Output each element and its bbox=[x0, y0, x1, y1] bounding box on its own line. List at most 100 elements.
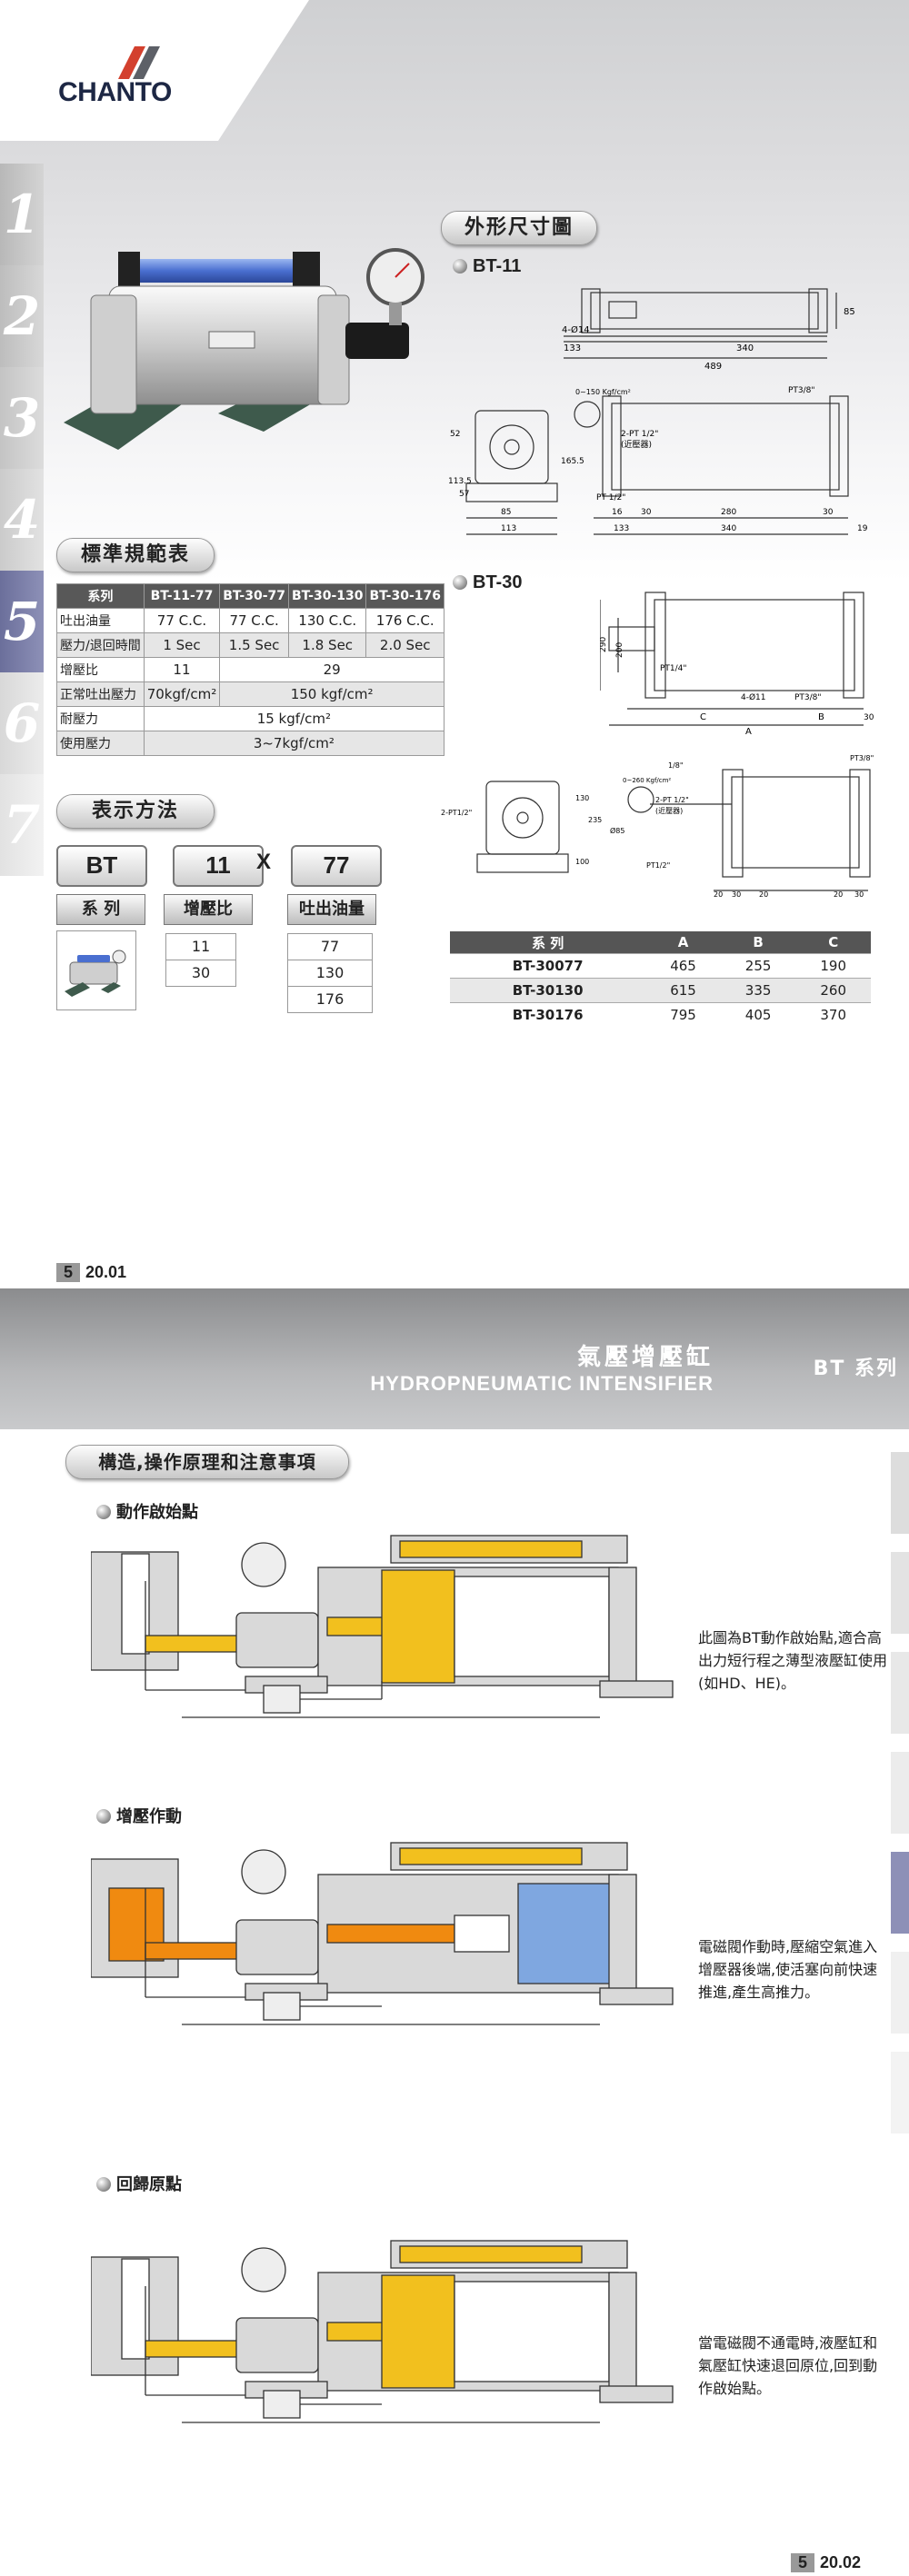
side-tab-number: 5 bbox=[3, 591, 41, 652]
table-cell: 3~7kgf/cm² bbox=[143, 731, 445, 756]
table-cell: 465 bbox=[645, 953, 721, 979]
spec-header-cell: BT-30-130 bbox=[287, 583, 367, 609]
side-tab-2[interactable]: 2 bbox=[0, 265, 44, 367]
bullet-icon bbox=[453, 259, 467, 274]
bt30-top-view-drawing: 290 200 PT1/4" 4-Ø11 PT3/8" C B A 30 bbox=[600, 592, 874, 736]
table-cell: 370 bbox=[795, 1002, 871, 1027]
dim-bt30-d12: 0~260 Kgf/cm² bbox=[623, 777, 671, 784]
dim-bt30-d7: B bbox=[818, 712, 824, 722]
dim-bt30-d21: 20 bbox=[714, 890, 723, 899]
diagram-pressurizing bbox=[91, 1842, 674, 2025]
dim-bt30-d13: 2-PT 1/2" bbox=[655, 796, 689, 804]
code-part-ratio: 11 bbox=[173, 845, 264, 887]
dim-bt30-d1: 290 bbox=[600, 637, 608, 652]
side-tab-1[interactable]: 1 bbox=[0, 164, 44, 265]
dim-bt11-d13: 165.5 bbox=[561, 457, 584, 466]
code-label-oil: 吐出油量 bbox=[287, 894, 376, 925]
code-separator: X bbox=[255, 850, 271, 874]
row-label: 使用壓力 bbox=[56, 731, 145, 756]
code-label-ratio: 增壓比 bbox=[164, 894, 253, 925]
banner-title-english: HYDROPNEUMATIC INTENSIFIER bbox=[370, 1372, 714, 1395]
dim-bt11-d1: 4-Ø14 bbox=[562, 324, 590, 335]
side-tab-right-7[interactable] bbox=[891, 2052, 909, 2133]
side-tab-right-3[interactable] bbox=[891, 1652, 909, 1734]
side-tab-number: 2 bbox=[3, 285, 41, 347]
diagram-return bbox=[91, 2240, 674, 2423]
table-cell: 70kgf/cm² bbox=[143, 681, 221, 707]
oil-option: 77 bbox=[287, 933, 373, 960]
spec-header-cell: 系列 bbox=[56, 583, 145, 609]
table-cell: 260 bbox=[795, 978, 871, 1003]
table-row: BT-30077 465 255 190 bbox=[450, 953, 871, 979]
side-tab-right-2[interactable] bbox=[891, 1552, 909, 1634]
dim-bt11-d16: 16 bbox=[612, 508, 623, 517]
side-tab-right-6[interactable] bbox=[891, 1952, 909, 2034]
spec-header-row: 系列 BT-11-77 BT-30-77 BT-30-130 BT-30-176 bbox=[56, 583, 445, 609]
row-label: 正常吐出壓力 bbox=[56, 681, 145, 707]
dim-bt30-d24: 20 bbox=[834, 890, 843, 899]
table-cell: BT-30130 bbox=[450, 978, 646, 1003]
table-cell: 77 C.C. bbox=[219, 608, 289, 633]
ratio-option: 30 bbox=[165, 960, 236, 987]
code-part-series: BT bbox=[56, 845, 147, 887]
table-row: 耐壓力 15 kgf/cm² bbox=[56, 706, 445, 731]
dim-bt30-d22: 30 bbox=[732, 890, 741, 899]
side-tab-3[interactable]: 3 bbox=[0, 367, 44, 469]
banner-series: BT 系列 bbox=[813, 1358, 898, 1380]
side-tab-number: 7 bbox=[3, 794, 41, 856]
side-tab-right-1[interactable] bbox=[891, 1452, 909, 1534]
row-label: 耐壓力 bbox=[56, 706, 145, 731]
bullet-icon bbox=[96, 1505, 111, 1519]
side-tab-6[interactable]: 6 bbox=[0, 672, 44, 774]
side-tab-5-active[interactable]: 5 bbox=[0, 571, 44, 672]
dim-bt30-d17: Ø85 bbox=[610, 826, 624, 835]
step-title-text: 動作啟始點 bbox=[116, 1503, 198, 1521]
bt30-label: BT-30 bbox=[453, 572, 522, 593]
bt30-dimension-table: 系 列 A B C BT-30077 465 255 190 BT-30130 … bbox=[450, 931, 871, 1027]
bt11-label-text: BT-11 bbox=[473, 256, 522, 276]
dim-bt11-d15: 85 bbox=[501, 508, 511, 517]
side-tab-right-5-active[interactable] bbox=[891, 1852, 909, 1934]
dim-bt30-d11: 1/8" bbox=[668, 761, 684, 770]
code-part-oil: 77 bbox=[291, 845, 382, 887]
table-cell: BT-30176 bbox=[450, 1002, 646, 1027]
brand-name: CHANTO bbox=[58, 77, 172, 107]
dim-bt30-d15: PT1/2" bbox=[646, 861, 670, 870]
bt11-label: BT-11 bbox=[453, 256, 521, 277]
bullet-icon bbox=[96, 2177, 111, 2192]
dimension-drawing-title: 外形尺寸圖 bbox=[441, 211, 597, 245]
dim-bt30-d18: 130 bbox=[575, 794, 589, 802]
bt30-header-cell: 系 列 bbox=[450, 931, 646, 954]
table-row: 增壓比 11 29 bbox=[56, 657, 445, 682]
step-title: 回歸原點 bbox=[96, 2172, 182, 2195]
dim-bt30-d19: 235 bbox=[588, 816, 602, 824]
side-tab-4[interactable]: 4 bbox=[0, 469, 44, 571]
dim-bt11-d12: 57 bbox=[459, 490, 469, 499]
table-row: 使用壓力 3~7kgf/cm² bbox=[56, 731, 445, 756]
table-cell: 1 Sec bbox=[143, 632, 221, 658]
step-description: 電磁閥作動時,壓縮空氣進入增壓器後端,使活塞向前快速推進,產生高推力。 bbox=[698, 1938, 878, 2001]
row-label: 吐出油量 bbox=[56, 608, 145, 633]
side-tab-right-4[interactable] bbox=[891, 1752, 909, 1834]
code-method-title: 表示方法 bbox=[56, 794, 215, 829]
table-cell: 29 bbox=[219, 657, 445, 682]
table-cell: 176 C.C. bbox=[365, 608, 445, 633]
bt11-top-view-drawing: 4-Ø14 133 340 489 85 bbox=[562, 288, 855, 372]
code-label-series: 系 列 bbox=[56, 894, 145, 925]
section-title: 構造,操作原理和注意事項 bbox=[65, 1445, 349, 1479]
step-title: 增壓作動 bbox=[96, 1804, 182, 1827]
table-cell: 335 bbox=[720, 978, 796, 1003]
page-number-text: 20.02 bbox=[820, 2553, 862, 2571]
table-row: 壓力/退回時間 1 Sec 1.5 Sec 1.8 Sec 2.0 Sec bbox=[56, 632, 445, 658]
table-cell: 11 bbox=[143, 657, 221, 682]
dim-bt30-d4: 4-Ø11 bbox=[741, 692, 766, 702]
table-cell: 1.5 Sec bbox=[219, 632, 289, 658]
table-cell: 255 bbox=[720, 953, 796, 979]
spec-header-cell: BT-30-176 bbox=[365, 583, 445, 609]
oil-option: 176 bbox=[287, 986, 373, 1013]
dim-bt11-d7: 0~150 Kgf/cm² bbox=[575, 388, 631, 396]
table-cell: 405 bbox=[720, 1002, 796, 1027]
side-tab-7[interactable]: 7 bbox=[0, 774, 44, 876]
step-description: 此圖為BT動作啟始點,適合高出力短行程之薄型液壓缸使用(如HD、HE)。 bbox=[698, 1629, 888, 1692]
